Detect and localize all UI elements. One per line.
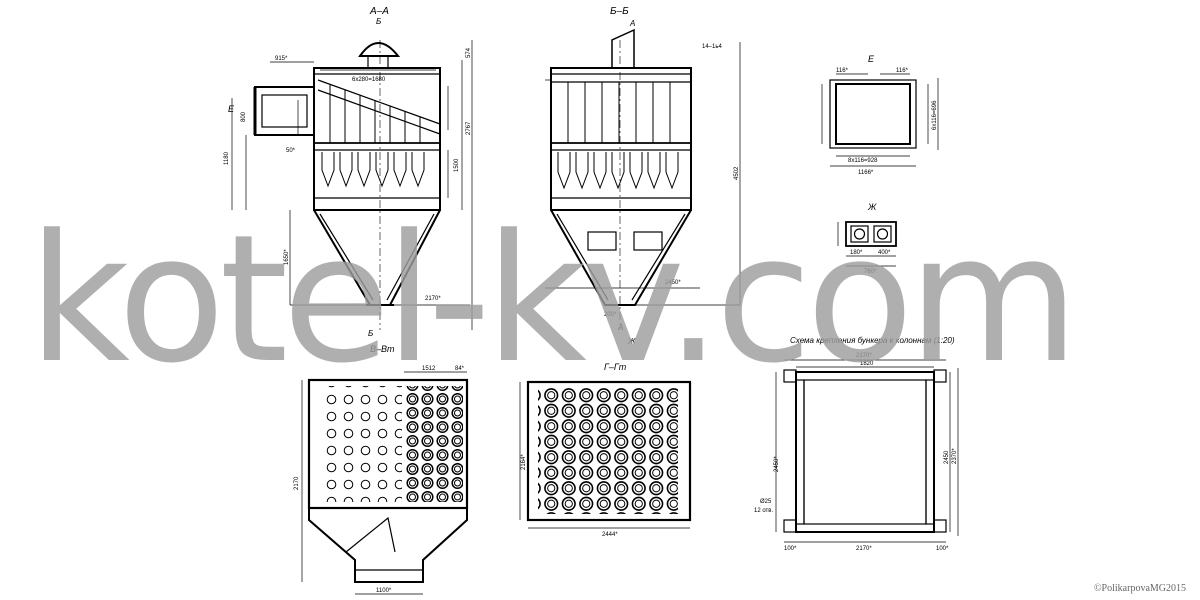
dim-zh-3: 180*	[850, 250, 863, 256]
view-bb-title: Б–Б	[610, 6, 629, 17]
dim-aa-inlet-top: 915*	[275, 56, 288, 62]
view-bb	[545, 28, 741, 330]
dim-zh-1: 400*	[878, 250, 891, 256]
dim-aa-bottom: 2170*	[425, 296, 441, 302]
view-aa	[231, 40, 473, 330]
dim-gg-bottom: 2444*	[602, 532, 618, 538]
dim-e-bottom2: 1166*	[858, 170, 874, 176]
note-bb-top: 14–1ь4	[702, 44, 722, 50]
dim-bb-outlet: 200*	[604, 312, 617, 318]
dim-sch-note2: Ø25	[760, 499, 772, 505]
dim-aa-left: 1180	[224, 151, 230, 165]
dim-aa-inlet: 800	[241, 111, 247, 122]
view-e	[821, 73, 939, 167]
dim-bb-bottom: 2450*	[665, 280, 681, 286]
section-mark-b-top: Б	[376, 17, 381, 26]
dim-sch-bottom1: 100*	[784, 546, 797, 552]
dim-vv-left: 2170	[294, 476, 300, 490]
view-aa-title: А–А	[369, 6, 389, 17]
view-gg-title: Г–Гт	[604, 362, 627, 372]
dim-aa-hopper: 1650*	[284, 249, 290, 265]
dim-sch-bottom2: 2170*	[856, 546, 872, 552]
dim-e-top2: 116*	[896, 68, 909, 74]
dim-aa-small: 50*	[286, 148, 296, 154]
dim-sch-bottom3: 100*	[936, 546, 949, 552]
dim-sch-note1: 12 отв.	[754, 508, 773, 514]
view-gg	[519, 380, 692, 529]
section-mark-a-bottom: А	[617, 323, 623, 332]
section-mark-a-top: А	[629, 19, 635, 28]
section-mark-zh: Ж	[627, 337, 636, 346]
dim-aa-right2: 574	[466, 47, 472, 58]
dim-sch-top2: 1820	[860, 361, 874, 367]
dim-gg-left: 2164*	[521, 454, 527, 470]
view-marker-e: Е	[228, 104, 235, 114]
dim-sch-right2: 2370*	[952, 448, 958, 464]
dim-aa-right1: 2767	[466, 121, 472, 135]
dim-e-right: 6х116=696	[932, 100, 938, 130]
section-mark-b-bottom: Б	[368, 329, 373, 338]
view-vv	[301, 371, 469, 595]
view-vv-title: В–Вт	[370, 344, 395, 354]
dim-zh-2: 760*	[864, 269, 877, 275]
view-scheme-title: Схема крепления бункера к колоннам (1:20…	[790, 336, 955, 345]
view-zh	[837, 221, 897, 267]
view-zh-title: Ж	[867, 202, 877, 212]
dim-sch-right1: 2450	[944, 450, 950, 464]
dim-aa-mid: 1500	[454, 158, 460, 172]
dim-sch-top1: 2170*	[856, 353, 872, 359]
dim-sch-left: 2450*	[774, 456, 780, 472]
dim-e-bottom1: 8х116=928	[848, 158, 878, 164]
dim-e-top1: 116*	[836, 68, 849, 74]
view-e-title: Е	[868, 54, 875, 64]
view-scheme	[775, 359, 959, 543]
dim-vv-top1: 1512	[422, 366, 436, 372]
dim-vv-bottom: 1100*	[376, 588, 392, 594]
dim-vv-top2: 84*	[455, 366, 465, 372]
dim-aa-top: 6х280=1680	[352, 77, 386, 83]
dim-bb-right: 4502	[734, 166, 740, 180]
copyright: ©PolikarpovaMG2015	[1093, 583, 1186, 594]
